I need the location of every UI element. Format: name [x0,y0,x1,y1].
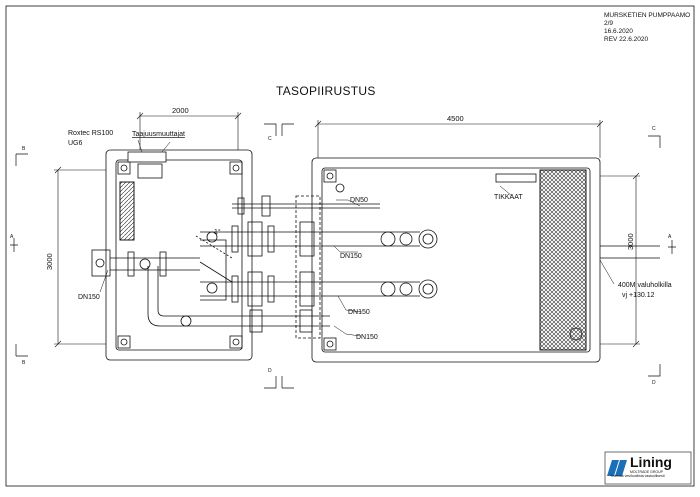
right-dimensions [314,120,640,348]
revision-date: REV 22.6.2020 [604,36,649,43]
dim-left-height: 3000 [45,253,54,270]
label-angle: 1° [214,228,221,236]
label-dn150-left: DN150 [78,294,100,301]
section-mark-a-left: A [10,234,14,240]
label-tikkaat: TIKKAAT [494,194,523,201]
label-dn50: DN50 [350,197,368,204]
left-dimensions [54,112,242,348]
label-vj: vj +130.12 [622,292,655,299]
section-marks [10,123,676,389]
section-mark-d-right: D [652,380,656,386]
dim-left-width: 2000 [172,106,189,115]
label-dn150-middle: DN150 [348,309,370,316]
leader-lines [99,139,615,337]
label-ug6: UG6 [68,140,83,147]
section-mark-d-bottom: D [268,368,272,374]
drawing-title: TASOPIIRUSTUS [276,84,376,98]
label-dn150-top: DN150 [340,253,362,260]
section-mark-a-right: A [668,234,672,240]
label-dn150-bottom: DN150 [356,334,378,341]
sheet-border [5,5,695,487]
project-name: MURSKETIEN PUMPPAAMO [604,12,691,19]
left-chamber [91,149,253,361]
section-mark-b-bottom: B [22,360,26,366]
logo-name: Lining [630,454,672,470]
dim-right-height: 3000 [626,233,635,250]
section-mark-c-right: C [652,126,656,132]
section-mark-b-top: B [22,146,26,152]
title-block: MURSKETIEN PUMPPAAMO 2/9 16.6.2020 REV 2… [604,12,690,44]
logo-mark-icon [607,460,627,476]
dim-right-width: 4500 [447,114,464,123]
logo-tagline: Yhdessä vesihuollista vastuullisesti [610,474,665,478]
label-taajuusmuuttajat: Taajuusmuuttajat [132,131,185,138]
section-mark-c-top: C [268,136,272,142]
pipe-runs [186,195,420,339]
drawing-date: 16.6.2020 [604,28,633,35]
logo-group: MOLTRADE GROUP [630,470,663,474]
label-roxtec: Roxtec RS100 [68,130,113,137]
right-chamber [311,157,660,363]
label-valuholkki: 400M valuholkilla [618,282,672,289]
sheet-number: 2/9 [604,20,614,27]
company-logo: Lining MOLTRADE GROUP Yhdessä vesihuolli… [610,454,672,479]
